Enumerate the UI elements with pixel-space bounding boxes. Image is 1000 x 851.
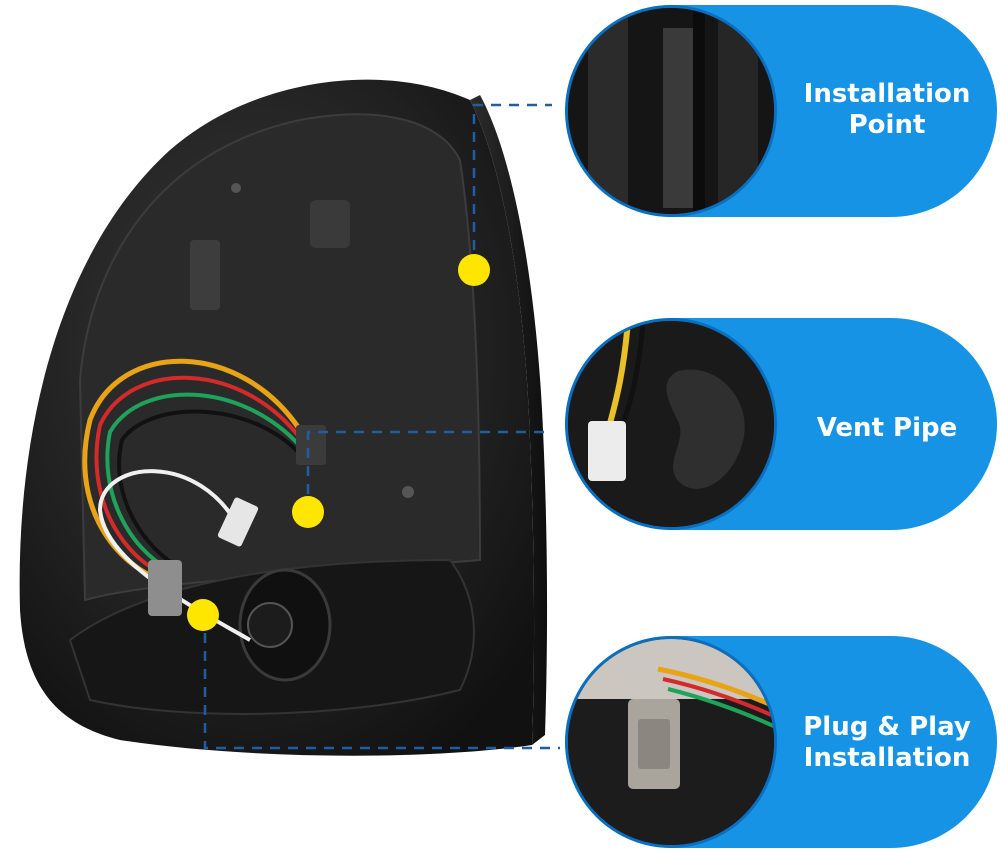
- callout-installation-point: Installation Point: [565, 5, 997, 217]
- harness-connector: [217, 497, 259, 547]
- callout-label: Installation Point: [803, 79, 971, 140]
- vent-pipe-photo: [565, 318, 777, 530]
- callout-vent-pipe: Vent Pipe: [565, 318, 997, 530]
- callout-plug-and-play: Plug & Play Installation: [565, 636, 997, 848]
- installation-point-photo: [565, 5, 777, 217]
- housing-rim: [470, 95, 548, 745]
- marker-plug-play: [187, 599, 219, 631]
- marker-installation-point: [458, 254, 490, 286]
- leader-lines: [203, 103, 560, 750]
- callout-label: Vent Pipe: [816, 413, 958, 443]
- vent-nub: [310, 200, 350, 248]
- marker-vent-pipe: [292, 496, 324, 528]
- plug-and-play-photo: [565, 636, 777, 848]
- plug-connector: [148, 560, 182, 616]
- callout-label: Plug & Play Installation: [803, 712, 971, 773]
